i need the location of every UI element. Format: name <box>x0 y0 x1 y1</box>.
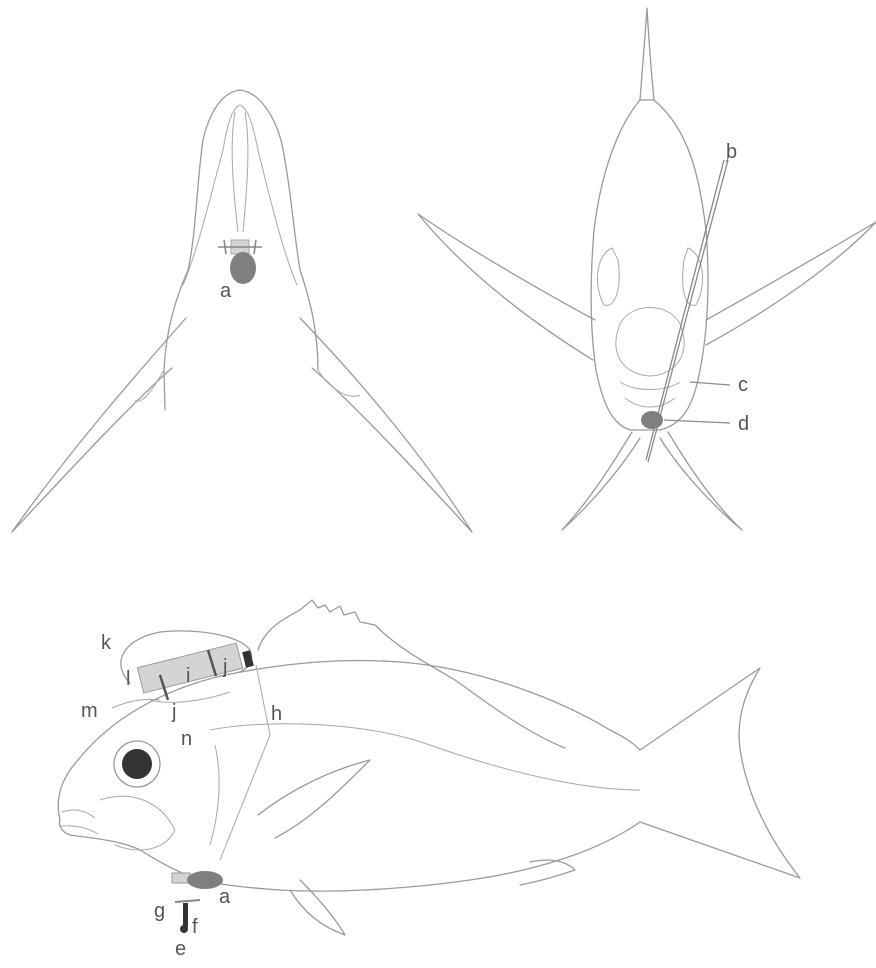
lateral-dorsal-fin <box>258 600 565 748</box>
label-n: n <box>181 728 192 750</box>
side-anchor-post <box>183 903 188 927</box>
side-anchor-bead <box>180 925 188 933</box>
frontal-dorsal-spine <box>640 8 654 100</box>
label-a-lateral: a <box>219 886 231 908</box>
frontal-transmitter <box>641 411 663 429</box>
frontal-left-pectoral <box>418 214 595 360</box>
lateral-eye-pupil <box>122 749 152 779</box>
label-e: e <box>175 938 186 960</box>
pointer-c <box>690 382 730 385</box>
tag-anchor-end <box>242 650 254 667</box>
frontal-mouth <box>620 382 680 407</box>
frontal-right-pelvic <box>660 432 742 530</box>
frontal-left-pelvic <box>562 432 640 530</box>
lateral-body-outline <box>58 661 800 892</box>
frontal-left-eye <box>597 248 619 305</box>
ventral-view: a <box>12 90 472 532</box>
lateral-gill-cover <box>100 796 175 850</box>
ventral-right-fin <box>300 318 472 532</box>
lateral-mouth <box>60 810 98 834</box>
frontal-right-eye <box>683 248 703 305</box>
label-i: i <box>186 665 190 687</box>
pointer-d <box>664 420 730 423</box>
label-d: d <box>738 413 749 435</box>
label-b: b <box>726 141 737 163</box>
label-k: k <box>101 632 112 654</box>
label-j-right: j <box>222 656 227 678</box>
frontal-view: b c d <box>418 8 876 530</box>
tag-loop-lower <box>150 692 230 702</box>
side-transmitter <box>187 871 223 889</box>
lateral-pectoral-fin <box>258 760 370 838</box>
side-suture-bar <box>175 900 200 902</box>
ventral-left-jaw <box>183 105 240 285</box>
ventral-midline <box>232 112 248 232</box>
label-g: g <box>154 900 165 922</box>
label-l: l <box>126 668 130 690</box>
frontal-right-pectoral <box>706 222 876 345</box>
tag-leader-line <box>220 665 270 860</box>
lateral-pelvic-fin <box>290 880 345 935</box>
label-j-left: j <box>171 701 176 723</box>
ventral-left-pelvic <box>135 370 164 401</box>
lateral-lateral-line <box>210 724 640 790</box>
lateral-view: k l i j j m n h a g f e <box>58 600 800 960</box>
label-f: f <box>192 916 198 938</box>
frontal-outline <box>591 100 708 430</box>
ventral-transmitter <box>230 252 256 284</box>
label-h: h <box>271 703 282 725</box>
label-m: m <box>81 700 98 722</box>
lateral-operculum <box>210 745 219 845</box>
ventral-left-fin <box>12 318 186 532</box>
label-a-ventral: a <box>220 280 232 302</box>
label-c: c <box>738 374 748 396</box>
